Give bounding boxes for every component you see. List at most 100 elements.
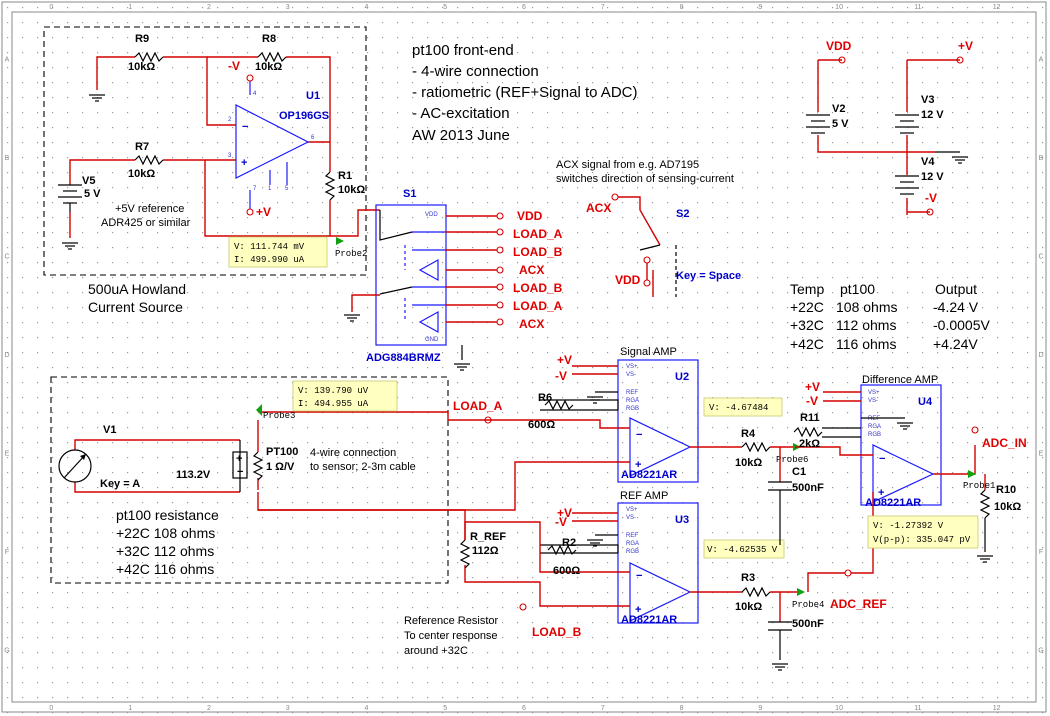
ruler-column-label: 1 <box>128 4 132 11</box>
ruler-column-label: 12 <box>993 705 1001 712</box>
probe6-voltage: V: -4.67484 <box>709 403 768 413</box>
u2-wiring <box>258 365 795 511</box>
title-line-5: AW 2013 June <box>412 127 510 144</box>
title-line-2: - 4-wire connection <box>412 63 539 80</box>
table-cell: +32C <box>790 317 824 333</box>
svg-text:7: 7 <box>253 186 257 192</box>
svg-text:+: + <box>236 453 242 465</box>
r2-ref: R2 <box>562 537 576 549</box>
net-load-b-s1-2: LOAD_B <box>513 281 563 295</box>
u2-pin-rgb: RGB <box>626 406 639 412</box>
probe1[interactable]: V: -1.27392 V V(p-p): 335.047 pV Probe1 <box>867 470 995 549</box>
acx-note-1: ACX signal from e.g. AD7195 <box>556 159 699 171</box>
table-cell: +42C <box>790 336 824 352</box>
node-connector <box>246 74 254 82</box>
net-load-a-s1: LOAD_A <box>513 227 563 241</box>
node-connector <box>971 426 979 434</box>
net-plus-v-u1: +V <box>256 205 271 219</box>
ruler-row-label: B <box>1039 155 1044 162</box>
ruler-column-label: 6 <box>522 4 526 11</box>
ruler-column-label: 5 <box>443 705 447 712</box>
howland-note-1: 500uA Howland <box>88 281 186 297</box>
ref-source-note-1: +5V reference <box>115 203 184 215</box>
v5-ref: V5 <box>82 175 95 187</box>
amp-u3-pins: VS+ VS- REF RGA RGB <box>626 507 639 555</box>
ruler-column-label: 10 <box>835 4 843 11</box>
u3-pin-rgb: RGB <box>626 549 639 555</box>
probe4[interactable]: V: -4.62535 V Probe4 <box>703 539 824 610</box>
probe2[interactable]: V: 111.744 mV I: 499.990 uA Probe2 <box>228 236 367 268</box>
howland-note-2: Current Source <box>88 299 183 315</box>
supply-wiring <box>817 60 960 215</box>
node-connector <box>844 569 852 577</box>
pt100-note-2: +22C 108 ohms <box>116 525 215 541</box>
node-connector <box>246 208 254 216</box>
table-header-temp: Temp <box>790 281 824 297</box>
ruler-row-label: E <box>5 451 10 458</box>
u2-pin-vs-plus: VS+ <box>626 364 638 370</box>
ruler-column-label: 3 <box>286 705 290 712</box>
ruler-column-label: 0 <box>49 4 53 11</box>
r6-value: 600Ω <box>528 419 555 431</box>
u4-pin-rgb: RGB <box>868 432 881 438</box>
svg-text:−: − <box>242 121 248 133</box>
probe3[interactable]: V: 139.790 uV I: 494.955 uA Probe3 <box>256 380 398 421</box>
r2-value: 600Ω <box>553 565 580 577</box>
v2-value: 5 V <box>832 118 849 130</box>
svg-text:5: 5 <box>285 186 289 192</box>
ref-resistor-note-1: Reference Resistor <box>404 615 498 627</box>
r4-ref: R4 <box>741 428 756 440</box>
probe1-vpp: V(p-p): 335.047 pV <box>873 535 971 545</box>
net-plus-v-u4: +V <box>805 380 820 394</box>
output-table: Temp pt100 Output +22C 108 ohms -4.24 V … <box>790 281 990 352</box>
pt100-note-3: +32C 112 ohms <box>116 543 214 559</box>
table-cell: 112 ohms <box>836 317 896 333</box>
battery-v4 <box>895 175 919 195</box>
u3-pin-rga: RGA <box>626 541 639 547</box>
r1-ref: R1 <box>338 170 352 182</box>
net-minus-v-u4: -V <box>806 394 818 408</box>
u1-ref: U1 <box>306 90 320 102</box>
pt100-ref: PT100 <box>266 446 298 458</box>
battery-v3 <box>895 114 919 134</box>
u2-ref: U2 <box>675 371 689 383</box>
ruler-row-label: C <box>1038 253 1043 260</box>
r7-ref: R7 <box>135 141 149 153</box>
ruler-row-label: G <box>4 648 9 655</box>
ruler-column-label: 4 <box>365 4 369 11</box>
net-vdd-s1: VDD <box>517 209 543 223</box>
ruler-row-label: G <box>1038 648 1043 655</box>
u4-pin-vs-minus: VS- <box>868 398 878 404</box>
v3-value: 12 V <box>921 109 944 121</box>
svg-text:6: 6 <box>311 135 315 141</box>
net-load-b-s1: LOAD_B <box>513 245 563 259</box>
node-connector <box>519 603 527 611</box>
ruler-column-label: 2 <box>207 705 211 712</box>
svg-text:+: + <box>635 604 641 616</box>
s1-part: ADG884BRMZ <box>366 352 441 364</box>
switch-s2[interactable] <box>611 193 677 297</box>
table-cell: 108 ohms <box>836 299 897 315</box>
c1-value: 500nF <box>792 482 824 494</box>
wiring-note-1: 4-wire connection <box>310 447 396 459</box>
u2-pin-ref: REF <box>626 390 638 396</box>
probe3-current: I: 494.955 uA <box>298 399 369 409</box>
r8-value: 10kΩ <box>255 61 282 73</box>
v4-ref: V4 <box>921 156 935 168</box>
ruler-column-label: 6 <box>522 705 526 712</box>
acx-note-2: switches direction of sensing-current <box>556 173 734 185</box>
r4-value: 10kΩ <box>735 457 762 469</box>
net-plus-v-u3: +V <box>557 506 572 520</box>
s1-pin-vdd: VDD <box>425 212 438 218</box>
r3-ref: R3 <box>741 572 755 584</box>
net-vdd-s2: VDD <box>615 273 641 287</box>
s2-key: Key = Space <box>676 270 741 282</box>
net-minus-v-u1: -V <box>228 59 240 73</box>
ruler-column-label: 2 <box>207 4 211 11</box>
ruler-column-label: 9 <box>758 705 762 712</box>
svg-text:−: − <box>879 453 885 465</box>
net-acx-s2: ACX <box>586 201 611 215</box>
